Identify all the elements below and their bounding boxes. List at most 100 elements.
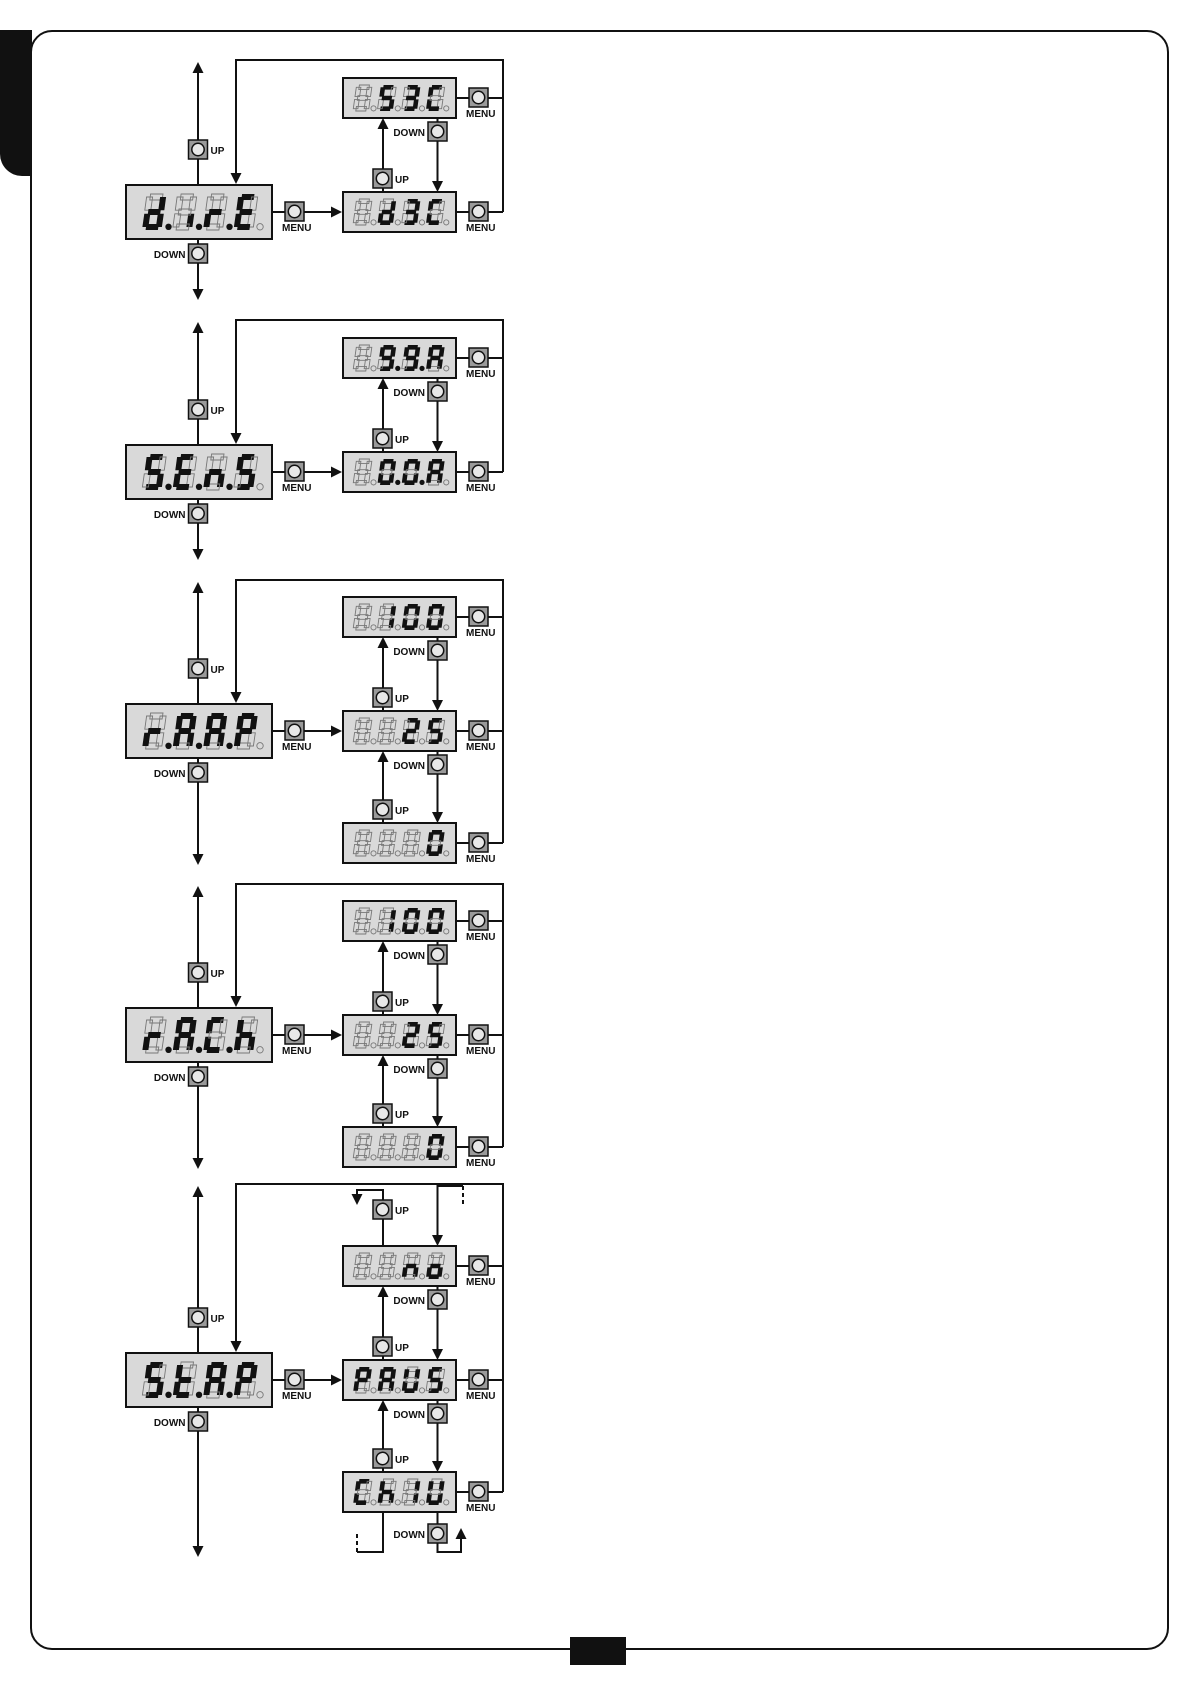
- down-button: DOWN: [393, 1404, 447, 1423]
- down-button: DOWN: [393, 122, 447, 141]
- digit-segment-on: [178, 728, 191, 734]
- arrowhead: [331, 207, 342, 218]
- digit-segment-on: [406, 729, 417, 734]
- button-label: DOWN: [154, 1073, 186, 1084]
- down-button: DOWN: [393, 1290, 447, 1309]
- button-cap: [472, 465, 484, 477]
- button-cap: [192, 403, 204, 415]
- button-label: MENU: [466, 742, 495, 753]
- digit-segment-on: [430, 729, 441, 734]
- button-cap: [192, 1311, 204, 1323]
- digit-segment-on: [406, 210, 417, 215]
- digit-segment-on: [382, 356, 393, 361]
- digit-segment-on: [239, 1377, 252, 1383]
- button-cap: [431, 948, 443, 960]
- up-button: UP: [373, 1337, 409, 1356]
- button-label: MENU: [466, 109, 495, 120]
- button-label: DOWN: [154, 250, 186, 261]
- scroll-up-arrow: [193, 582, 204, 593]
- arrowhead: [352, 1194, 363, 1205]
- button-label: MENU: [282, 1046, 311, 1057]
- button-label: UP: [211, 146, 225, 157]
- button-label: DOWN: [393, 1530, 425, 1541]
- button-label: MENU: [466, 1503, 495, 1514]
- return-arrow: [231, 996, 242, 1007]
- button-cap: [431, 385, 443, 397]
- digit-segment-on: [239, 469, 252, 475]
- button-label: UP: [395, 806, 409, 817]
- button-label: UP: [211, 665, 225, 676]
- menu-button: MENU: [466, 1025, 495, 1057]
- scroll-down-arrow: [193, 289, 204, 300]
- button-label: UP: [395, 1455, 409, 1466]
- value-display-ramp-open-0: [343, 597, 456, 637]
- digit-segment-on: [382, 1490, 393, 1495]
- arrowhead: [331, 1375, 342, 1386]
- up-button: UP: [373, 1200, 409, 1219]
- down-button: DOWN: [393, 1059, 447, 1078]
- scroll-up-arrow: [193, 322, 204, 333]
- down-button: DOWN: [154, 763, 208, 782]
- arrowhead: [378, 941, 389, 952]
- button-cap: [472, 914, 484, 926]
- button-cap: [192, 1415, 204, 1427]
- down-button: DOWN: [393, 641, 447, 660]
- value-display-sens-1: [343, 452, 456, 492]
- arrowhead: [378, 751, 389, 762]
- down-button: DOWN: [393, 382, 447, 401]
- decimal-point-on: [395, 480, 400, 485]
- button-cap: [376, 432, 388, 444]
- down-button: DOWN: [393, 755, 447, 774]
- digit-segment-on: [430, 1033, 441, 1038]
- wrap-line: [357, 1512, 383, 1552]
- menu-button: MENU: [466, 721, 495, 753]
- up-button: UP: [373, 800, 409, 819]
- button-cap: [431, 1293, 443, 1305]
- digit-segment-on: [357, 1378, 368, 1383]
- decimal-point-on: [165, 224, 171, 230]
- arrowhead: [378, 1400, 389, 1411]
- return-arrow: [231, 173, 242, 184]
- button-label: MENU: [282, 483, 311, 494]
- button-cap: [472, 610, 484, 622]
- button-label: UP: [211, 1314, 225, 1325]
- button-label: MENU: [466, 223, 495, 234]
- button-cap: [431, 1062, 443, 1074]
- button-label: UP: [395, 1110, 409, 1121]
- lcd-frame: [343, 1127, 456, 1167]
- return-loop-line: [236, 1184, 503, 1492]
- digit-segment-on: [209, 469, 222, 475]
- digit-segment-on: [430, 470, 441, 475]
- menu-button: MENU: [466, 1370, 495, 1402]
- scroll-down-arrow: [193, 1546, 204, 1557]
- button-cap: [472, 1259, 484, 1271]
- scroll-up-arrow: [193, 62, 204, 73]
- menu-button: MENU: [466, 911, 495, 943]
- button-label: DOWN: [393, 128, 425, 139]
- button-label: MENU: [466, 483, 495, 494]
- value-display-stop-0: [343, 1246, 456, 1286]
- menu-button: MENU: [466, 833, 495, 865]
- decimal-point-on: [226, 1047, 232, 1053]
- button-cap: [376, 691, 388, 703]
- button-label: MENU: [466, 1277, 495, 1288]
- button-label: DOWN: [393, 1410, 425, 1421]
- up-button: UP: [373, 688, 409, 707]
- value-display-ramp-open-1: [343, 711, 456, 751]
- decimal-point-on: [165, 743, 171, 749]
- button-cap: [431, 758, 443, 770]
- scroll-down-arrow: [193, 854, 204, 865]
- button-cap: [431, 1407, 443, 1419]
- up-button: UP: [373, 1104, 409, 1123]
- down-button: DOWN: [393, 945, 447, 964]
- digit-segment-on: [239, 728, 252, 734]
- button-label: DOWN: [154, 1418, 186, 1429]
- digit-segment-on: [209, 209, 222, 215]
- decimal-point-on: [419, 480, 424, 485]
- menu-button: MENU: [282, 1370, 311, 1402]
- scroll-down-arrow: [193, 549, 204, 560]
- scroll-up-arrow: [193, 1186, 204, 1197]
- digit-segment-on: [148, 728, 161, 734]
- button-cap: [472, 724, 484, 736]
